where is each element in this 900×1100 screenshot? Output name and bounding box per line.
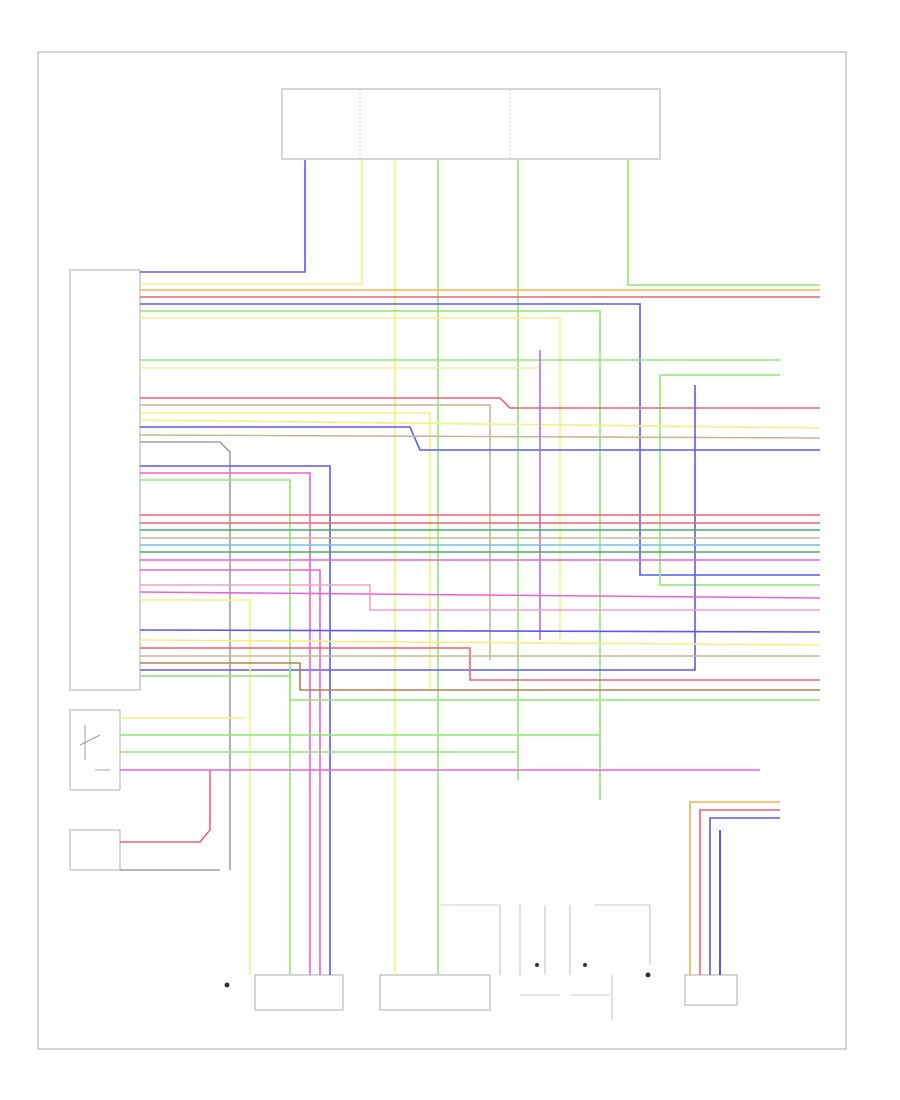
harness-wires [139,289,821,975]
diagram-frame [37,51,847,1050]
relay-switch [69,709,121,791]
bottom-components [254,974,738,1020]
right-connector-wires [689,801,780,975]
ground-symbols [224,963,651,988]
relay-wires [120,717,760,871]
fuse-drop-wires [140,160,820,975]
small-switch [69,829,121,871]
body-control-module [69,269,141,691]
bottom-stubs [440,904,651,975]
fuse-box [281,88,661,160]
